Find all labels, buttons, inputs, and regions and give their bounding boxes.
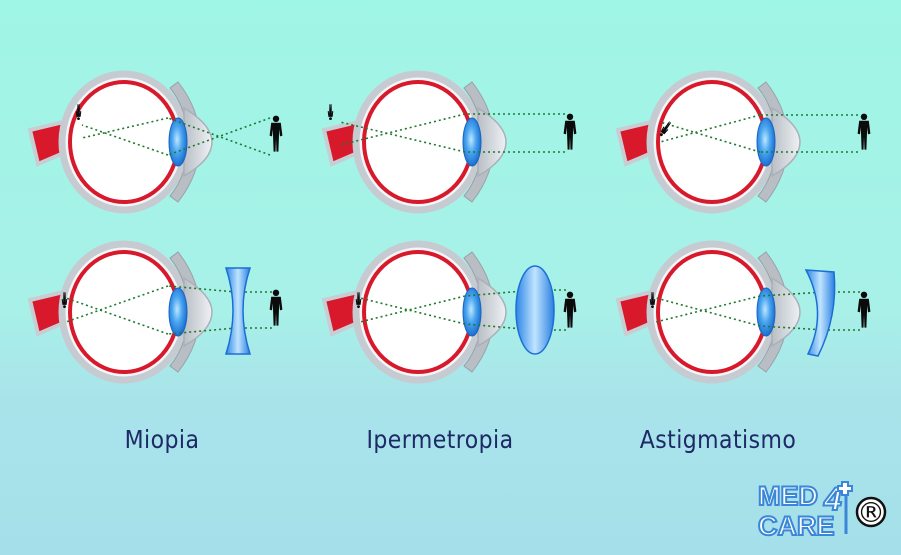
person-figure	[269, 289, 283, 326]
eye-astigmatism-top	[618, 74, 871, 210]
medcare-logo: MED CARE 4 ®	[757, 480, 887, 540]
person-figure	[857, 113, 871, 150]
eye-hyperopia-top	[324, 74, 577, 210]
eye-myopia-top	[30, 74, 283, 210]
concave-lens	[224, 267, 252, 355]
person-figure	[563, 113, 577, 150]
logo-line-care: CARE	[758, 511, 835, 540]
eye-myopia-corrected	[30, 244, 283, 380]
registered-mark: ®	[857, 496, 885, 529]
person-figure	[857, 291, 871, 328]
caption-myopia: Miopia	[124, 425, 200, 454]
caption-astigmatism: Astigmatismo	[639, 425, 797, 454]
caption-hyperopia: Ipermetropia	[366, 425, 514, 454]
plus-icon	[837, 481, 853, 496]
convex-lens	[515, 265, 555, 355]
eye-astigmatism-corrected	[618, 244, 871, 380]
logo-line-med: MED	[758, 481, 818, 511]
registered-icon	[855, 496, 887, 528]
person-figure	[269, 115, 283, 152]
person-figure	[563, 291, 577, 328]
toric-lens	[804, 269, 836, 357]
eye-hyperopia-corrected	[324, 244, 577, 380]
inverted-image	[327, 104, 334, 121]
